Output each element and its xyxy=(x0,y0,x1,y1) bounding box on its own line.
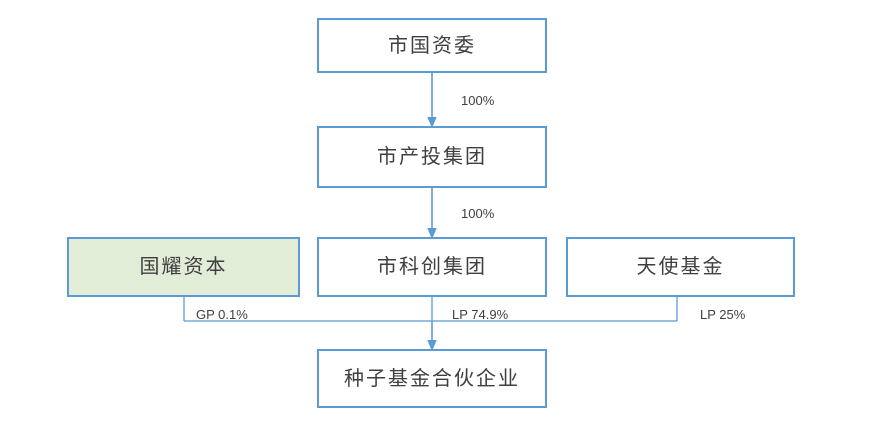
edge-label-sasac-to-cidc: 100% xyxy=(461,93,495,108)
edge-label-guoyao-gp-share: GP 0.1% xyxy=(196,307,248,322)
node-cidc[interactable]: 市产投集团 xyxy=(317,126,547,188)
edge-label-cidc-to-kechuang: 100% xyxy=(461,206,495,221)
node-sasac[interactable]: 市国资委 xyxy=(317,18,547,73)
node-angel-fund[interactable]: 天使基金 xyxy=(566,237,795,297)
edge-label-angel-lp-share: LP 25% xyxy=(700,307,746,322)
node-kechuang-group[interactable]: 市科创集团 xyxy=(317,237,547,297)
edge-label-kechuang-lp-share: LP 74.9% xyxy=(452,307,509,322)
node-guoyao-capital[interactable]: 国耀资本 xyxy=(67,237,300,297)
node-seed-fund-partnership[interactable]: 种子基金合伙企业 xyxy=(317,349,547,408)
